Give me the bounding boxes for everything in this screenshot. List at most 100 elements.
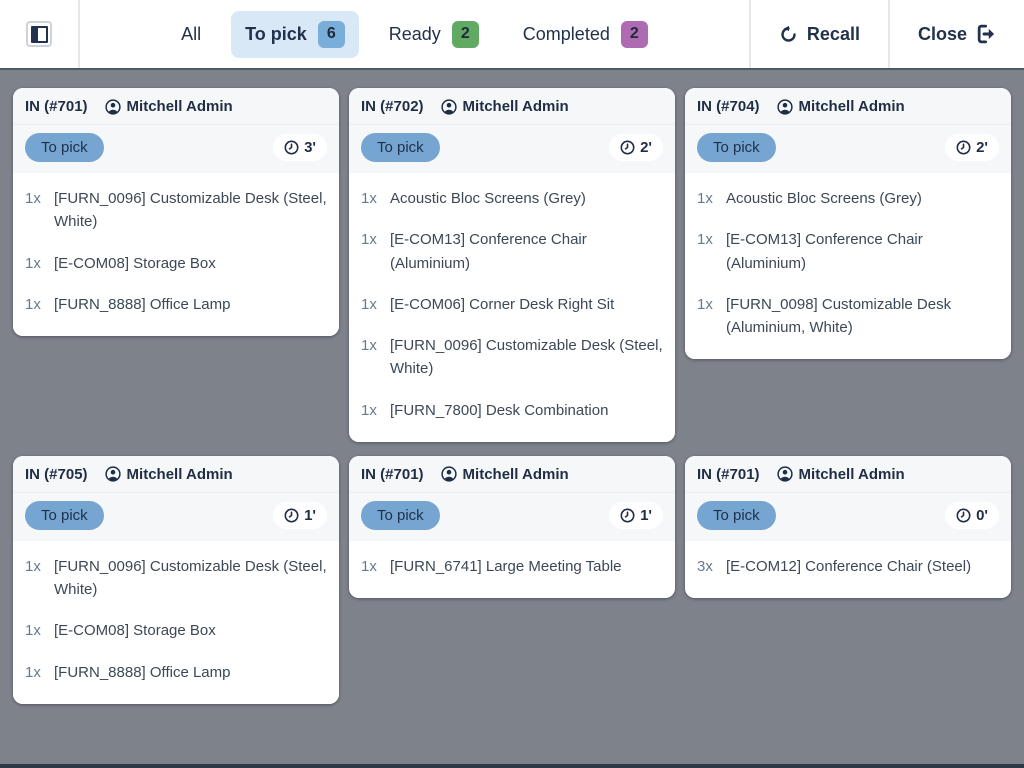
transfer-card[interactable]: IN (#702) Mitchell Admin To pick [349, 88, 675, 442]
responsible: Mitchell Admin [104, 98, 233, 115]
product-line: 1x [FURN_0096] Customizable Desk (Steel,… [25, 178, 327, 243]
topbar: All To pick 6 Ready 2 Completed 2 Recall… [0, 0, 1024, 70]
product-line: 1x [E-COM13] Conference Chair (Aluminium… [697, 219, 999, 284]
user-circle-icon [776, 466, 793, 482]
sign-out-icon [977, 24, 995, 44]
bottom-edge-bar [0, 764, 1024, 768]
duration-value: 1' [640, 506, 652, 524]
transfer-card[interactable]: IN (#701) Mitchell Admin To pick [349, 455, 675, 598]
product-line: 1x [E-COM06] Corner Desk Right Sit [361, 284, 663, 325]
line-qty: 3x [697, 557, 713, 575]
filter-tabs: All To pick 6 Ready 2 Completed 2 [80, 0, 749, 68]
card-header: IN (#704) Mitchell Admin To pick [685, 88, 1011, 173]
line-product: Acoustic Bloc Screens (Grey) [390, 190, 586, 207]
product-line: 1x [FURN_0098] Customizable Desk (Alumin… [697, 284, 999, 349]
line-qty: 1x [25, 622, 41, 640]
clock-icon [956, 140, 971, 155]
panel-left-icon [26, 21, 52, 47]
user-circle-icon [104, 466, 121, 482]
product-line: 1x [E-COM08] Storage Box [25, 610, 327, 651]
ready-count-badge: 2 [451, 20, 479, 48]
tab-all[interactable]: All [167, 14, 215, 55]
line-product: [E-COM08] Storage Box [54, 622, 216, 640]
tab-to-pick[interactable]: To pick 6 [231, 10, 359, 58]
product-line: 1x Acoustic Bloc Screens (Grey) [697, 178, 999, 219]
line-product: [FURN_6741] Large Meeting Table [390, 557, 622, 575]
line-qty: 1x [361, 231, 377, 249]
responsible-name: Mitchell Admin [126, 98, 233, 115]
close-button[interactable]: Close [890, 0, 1024, 68]
product-line: 1x [FURN_8888] Office Lamp [25, 652, 327, 693]
status-badge: To pick [361, 133, 440, 162]
tab-ready[interactable]: Ready 2 [375, 11, 493, 58]
line-qty: 1x [25, 295, 41, 313]
line-qty: 1x [697, 190, 713, 207]
duration-badge: 2' [609, 134, 663, 161]
responsible: Mitchell Admin [776, 98, 905, 115]
clock-icon [284, 508, 299, 523]
transfer-card[interactable]: IN (#701) Mitchell Admin To pick [13, 88, 339, 336]
line-product: [E-COM13] Conference Chair (Aluminium) [390, 231, 587, 272]
responsible: Mitchell Admin [440, 466, 569, 483]
line-product: [FURN_0098] Customizable Desk (Aluminium… [726, 295, 952, 336]
recall-label: Recall [806, 23, 860, 44]
line-qty: 1x [361, 295, 377, 313]
clock-icon [620, 508, 635, 523]
sidebar-toggle-button[interactable] [0, 0, 78, 68]
card-title: IN (#704) [697, 98, 760, 115]
line-product: [E-COM06] Corner Desk Right Sit [390, 295, 615, 313]
responsible: Mitchell Admin [776, 466, 905, 483]
card-header: IN (#702) Mitchell Admin To pick [349, 88, 675, 173]
product-line: 1x [E-COM08] Storage Box [25, 243, 327, 284]
clock-icon [620, 140, 635, 155]
status-badge: To pick [697, 500, 776, 530]
card-title: IN (#705) [25, 465, 88, 483]
duration-value: 1' [304, 506, 316, 524]
line-product: [E-COM08] Storage Box [54, 254, 216, 272]
product-lines: 1x [FURN_0096] Customizable Desk (Steel,… [13, 540, 339, 704]
card-header: IN (#701) Mitchell Admin To pick [349, 455, 675, 541]
product-line: 1x [FURN_6741] Large Meeting Table [361, 546, 663, 587]
transfer-card[interactable]: IN (#704) Mitchell Admin To pick [685, 88, 1011, 360]
responsible: Mitchell Admin [104, 465, 233, 483]
status-badge: To pick [25, 133, 104, 162]
transfers-board: IN (#701) Mitchell Admin To pick [0, 70, 1024, 722]
product-line: 1x [FURN_7800] Desk Combination [361, 390, 663, 431]
line-product: [FURN_0096] Customizable Desk (Steel, Wh… [390, 337, 663, 378]
card-header: IN (#701) Mitchell Admin To pick [13, 88, 339, 173]
line-qty: 1x [361, 401, 377, 419]
topbar-divider [748, 0, 751, 68]
duration-value: 2' [640, 139, 652, 156]
product-line: 1x Acoustic Bloc Screens (Grey) [361, 178, 663, 219]
duration-badge: 3' [273, 134, 327, 161]
tab-completed[interactable]: Completed 2 [509, 11, 662, 58]
undo-icon [781, 25, 796, 42]
user-circle-icon [440, 466, 457, 482]
status-badge: To pick [25, 500, 104, 530]
duration-value: 2' [976, 139, 988, 156]
line-qty: 1x [25, 557, 41, 575]
responsible-name: Mitchell Admin [126, 465, 233, 483]
transfer-card[interactable]: IN (#705) Mitchell Admin To pick [13, 455, 339, 704]
transfer-card[interactable]: IN (#701) Mitchell Admin To pick [685, 455, 1011, 598]
line-product: [FURN_0096] Customizable Desk (Steel, Wh… [54, 557, 327, 598]
product-line: 1x [FURN_0096] Customizable Desk (Steel,… [25, 546, 327, 611]
clock-icon [956, 508, 971, 523]
tab-ready-label: Ready [388, 23, 441, 44]
line-product: Acoustic Bloc Screens (Grey) [726, 190, 922, 207]
line-qty: 1x [697, 231, 713, 249]
responsible: Mitchell Admin [440, 98, 569, 115]
product-lines: 1x [FURN_6741] Large Meeting Table [349, 540, 675, 598]
duration-value: 0' [976, 506, 988, 524]
tab-to-pick-label: To pick [245, 23, 307, 44]
recall-button[interactable]: Recall [751, 0, 888, 68]
topbar-divider [78, 0, 80, 68]
status-badge: To pick [697, 133, 776, 162]
product-lines: 1x Acoustic Bloc Screens (Grey) 1x [E-CO… [349, 173, 675, 442]
line-qty: 1x [361, 337, 377, 354]
card-header: IN (#705) Mitchell Admin To pick [13, 455, 339, 541]
line-product: [E-COM13] Conference Chair (Aluminium) [726, 231, 923, 272]
product-line: 1x [E-COM13] Conference Chair (Aluminium… [361, 219, 663, 284]
user-circle-icon [104, 98, 121, 115]
duration-badge: 0' [945, 501, 999, 529]
